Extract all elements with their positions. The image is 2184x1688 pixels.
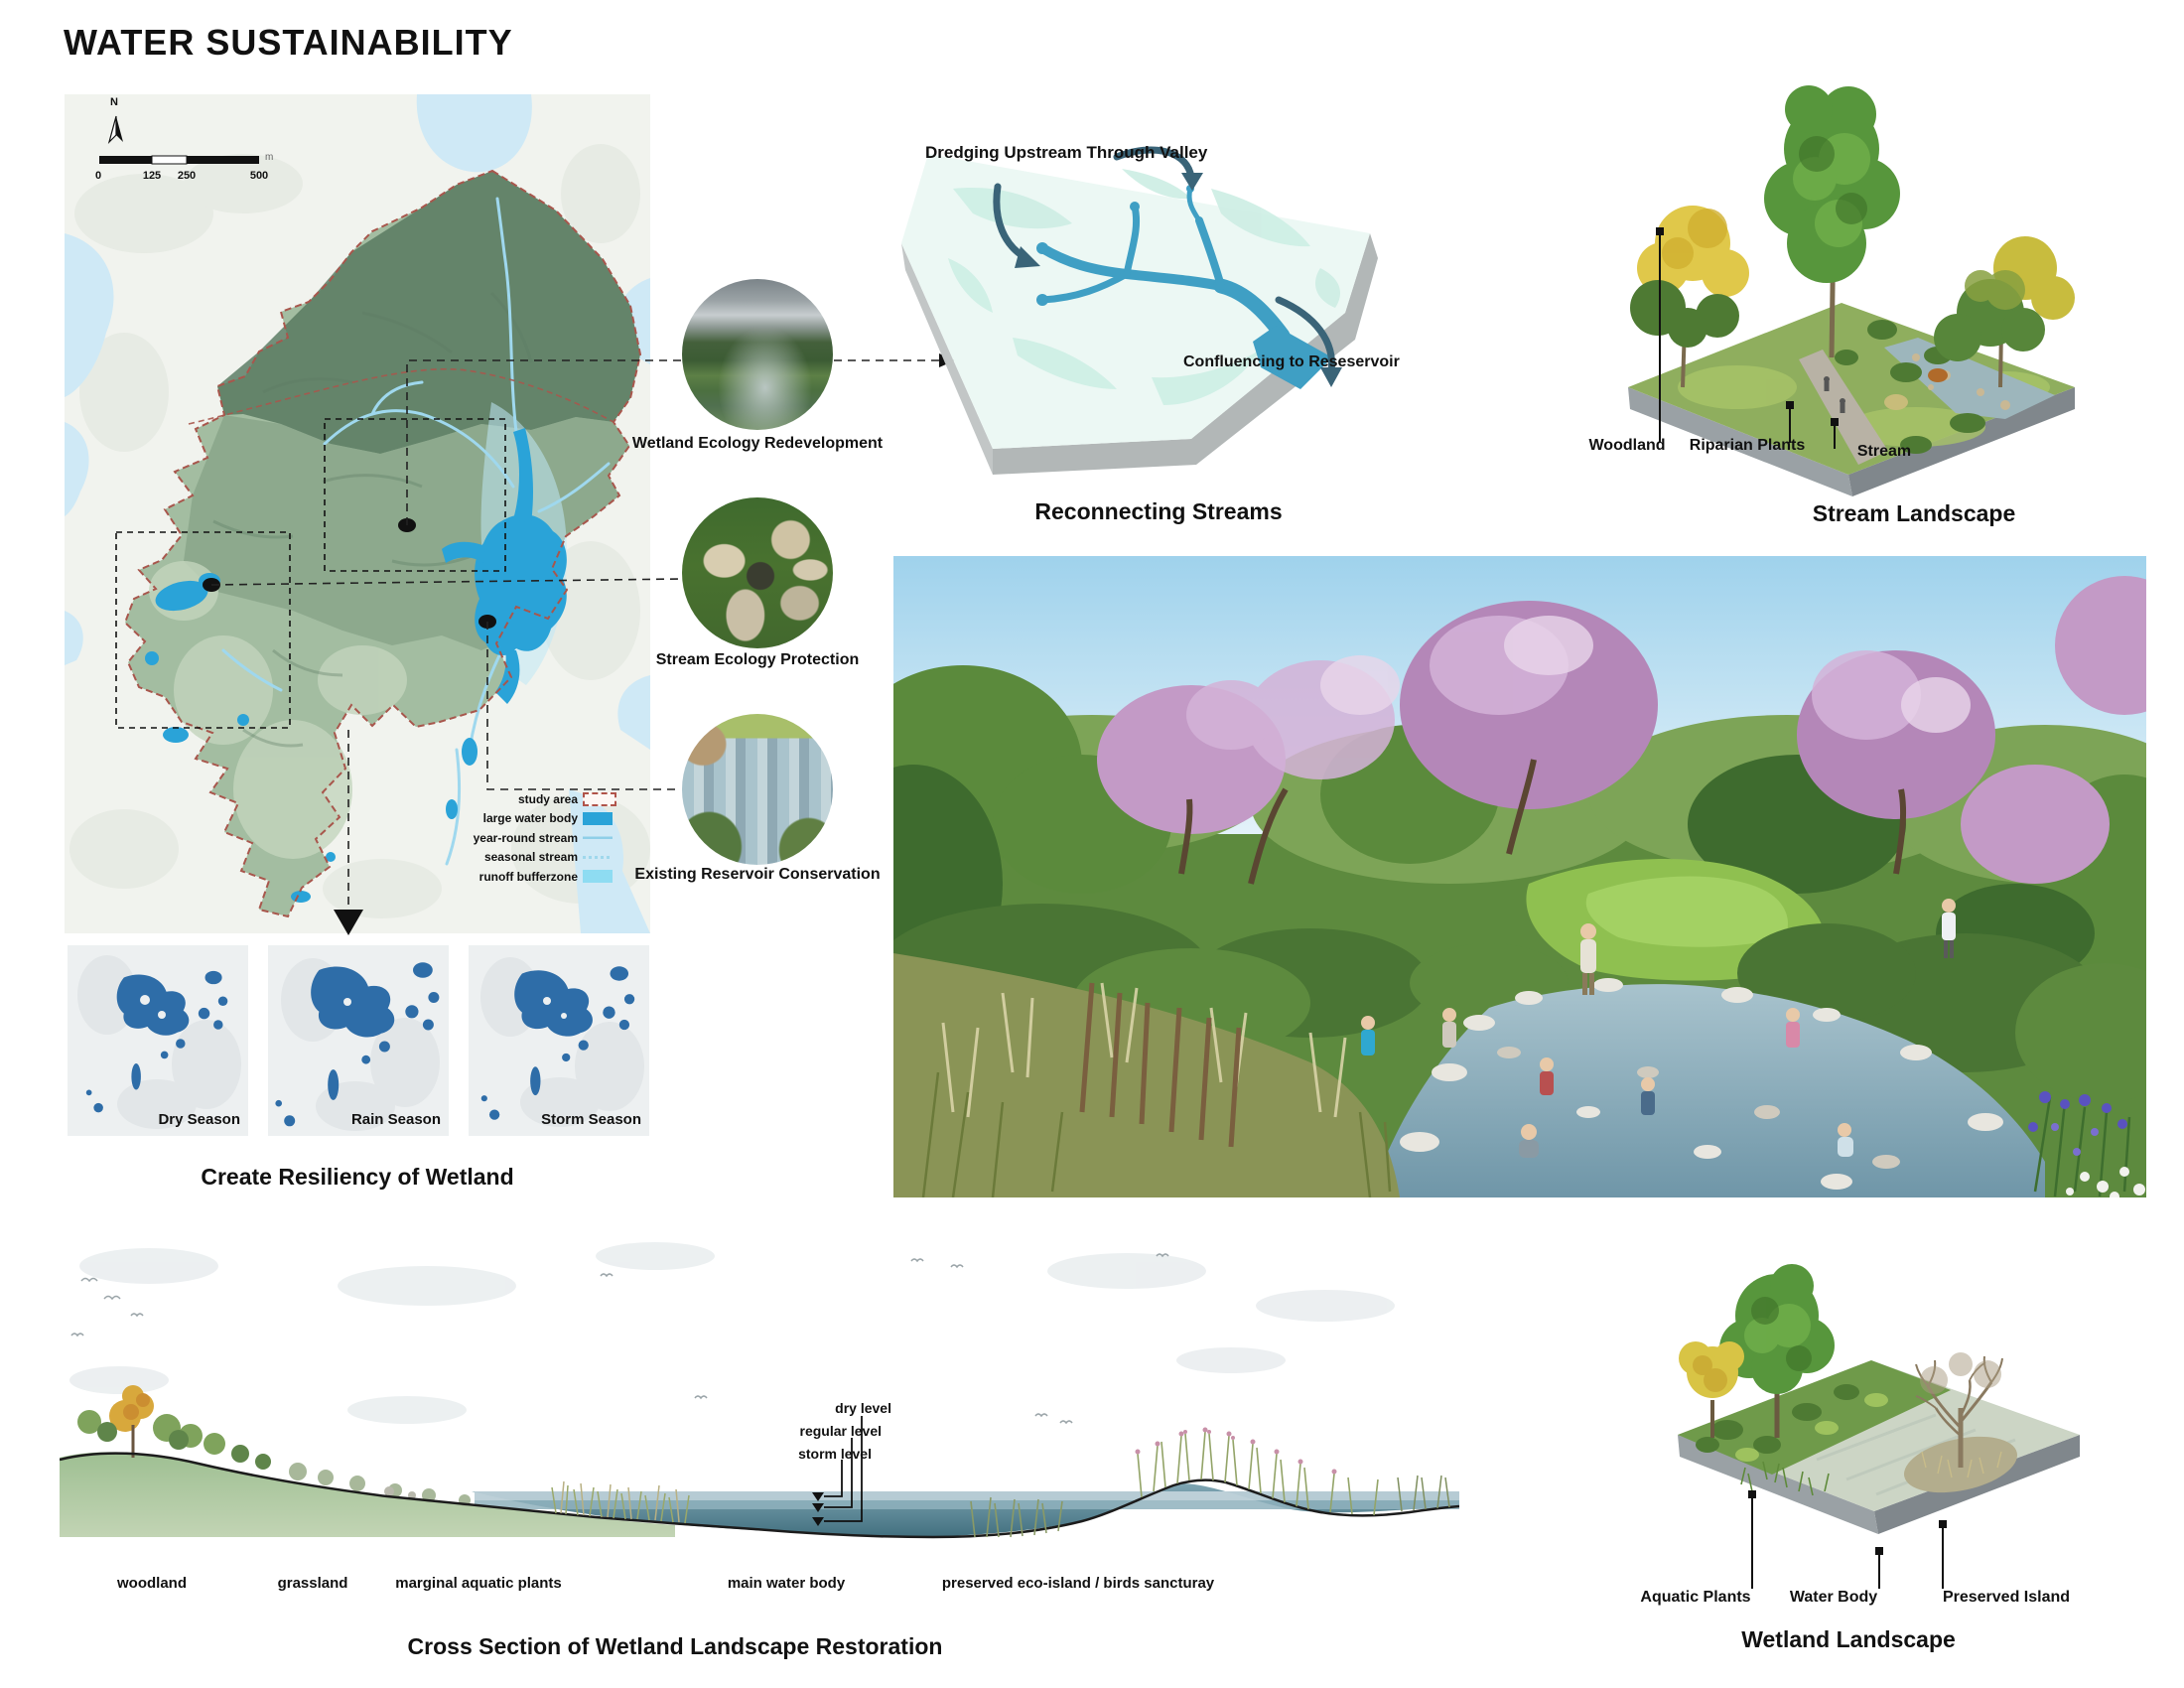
scale-tick-250: 250 xyxy=(177,170,197,182)
season-tile-dry: Dry Season xyxy=(68,945,248,1136)
zone-label-woodland: woodland xyxy=(117,1575,187,1592)
reservoir-photo xyxy=(682,714,833,865)
callout-label-wetland: Wetland Ecology Redevelopment xyxy=(631,435,884,452)
wetland-landscape-diagram xyxy=(1618,1241,2134,1599)
stream-park-rendering xyxy=(893,556,2146,1197)
study-area-swatch xyxy=(583,791,616,806)
label-woodland: Woodland xyxy=(1588,437,1666,454)
clouds xyxy=(69,1242,1395,1424)
callout-label-stream: Stream Ecology Protection xyxy=(655,651,860,668)
leader-lines xyxy=(1659,231,1836,449)
wetland-photo xyxy=(682,279,833,430)
label-preserved-island: Preserved Island xyxy=(1942,1589,2071,1606)
stream-network xyxy=(1037,186,1291,344)
north-label: N xyxy=(110,96,118,108)
aquatic-plant-tufts xyxy=(1740,1461,1830,1496)
year-round-stream-swatch xyxy=(583,831,613,845)
legend-row-runoff-bufferzone: runoff bufferzone xyxy=(429,867,616,887)
level-label-dry: dry level xyxy=(835,1400,891,1416)
section-ground-line xyxy=(60,1452,1459,1539)
season-tile-rain: Rain Season xyxy=(268,945,449,1136)
stream-photo xyxy=(682,497,833,648)
stream-landscape-diagram xyxy=(1588,60,2105,526)
stream-landscape-title: Stream Landscape xyxy=(1812,500,2016,526)
scale-tick-500: 500 xyxy=(249,170,269,182)
legend-row-year-round-stream: year-round stream xyxy=(429,828,616,848)
cross-section-title: Cross Section of Wetland Landscape Resto… xyxy=(407,1633,943,1659)
wetland-landscape-title: Wetland Landscape xyxy=(1741,1626,1956,1652)
resiliency-title: Create Resiliency of Wetland xyxy=(201,1164,514,1190)
label-riparian-plants: Riparian Plants xyxy=(1689,437,1806,454)
label-water-body: Water Body xyxy=(1789,1589,1878,1606)
birds xyxy=(70,1253,1169,1425)
level-label-regular: regular level xyxy=(799,1423,883,1439)
legend-row-study-area: study area xyxy=(429,789,616,809)
label-stream: Stream xyxy=(1856,443,1912,460)
season-label-rain: Rain Season xyxy=(350,1111,441,1128)
scale-unit: m xyxy=(265,152,274,163)
scale-bar xyxy=(99,155,259,165)
annotation-dredging: Dredging Upstream Through Valley xyxy=(925,143,1208,162)
study-area-outline xyxy=(123,169,642,918)
north-arrow-icon xyxy=(107,115,123,145)
zone-label-eco-island: preserved eco-island / birds sancturay xyxy=(941,1575,1215,1592)
level-label-storm: storm level xyxy=(798,1446,872,1462)
zone-label-grassland: grassland xyxy=(277,1575,348,1592)
annotation-confluencing: Confluencing to Reseservoir xyxy=(1183,353,1400,370)
zone-label-main-water-body: main water body xyxy=(727,1575,846,1592)
legend-row-large-water-body: large water body xyxy=(429,809,616,829)
reconnecting-streams-title: Reconnecting Streams xyxy=(1034,498,1283,524)
season-tile-storm: Storm Season xyxy=(469,945,649,1136)
label-aquatic-plants: Aquatic Plants xyxy=(1640,1589,1751,1606)
page-title: WATER SUSTAINABILITY xyxy=(64,22,513,63)
season-label-storm: Storm Season xyxy=(541,1111,641,1128)
people-figures xyxy=(1361,899,1956,1158)
map-legend: study area large water body year-round s… xyxy=(429,789,616,887)
reconnecting-streams-diagram xyxy=(893,129,1549,526)
leader-lines xyxy=(1751,1494,1944,1589)
scale-tick-0: 0 xyxy=(95,170,102,182)
marginal-plants xyxy=(551,1484,690,1524)
level-connectors xyxy=(824,1416,863,1522)
callout-label-reservoir: Existing Reservoir Conservation xyxy=(634,866,881,883)
zone-label-marginal-aquatic-plants: marginal aquatic plants xyxy=(395,1575,562,1592)
reservoir-shape xyxy=(1253,326,1332,389)
reed-flowers xyxy=(1135,1427,1337,1475)
season-label-dry: Dry Season xyxy=(158,1111,240,1128)
legend-row-seasonal-stream: seasonal stream xyxy=(429,848,616,868)
water-body-swatch xyxy=(583,811,613,825)
cross-section-diagram xyxy=(60,1221,1459,1589)
scale-tick-125: 125 xyxy=(142,170,162,182)
seasonal-stream-swatch xyxy=(583,850,613,864)
runoff-bufferzone-swatch xyxy=(583,870,613,884)
